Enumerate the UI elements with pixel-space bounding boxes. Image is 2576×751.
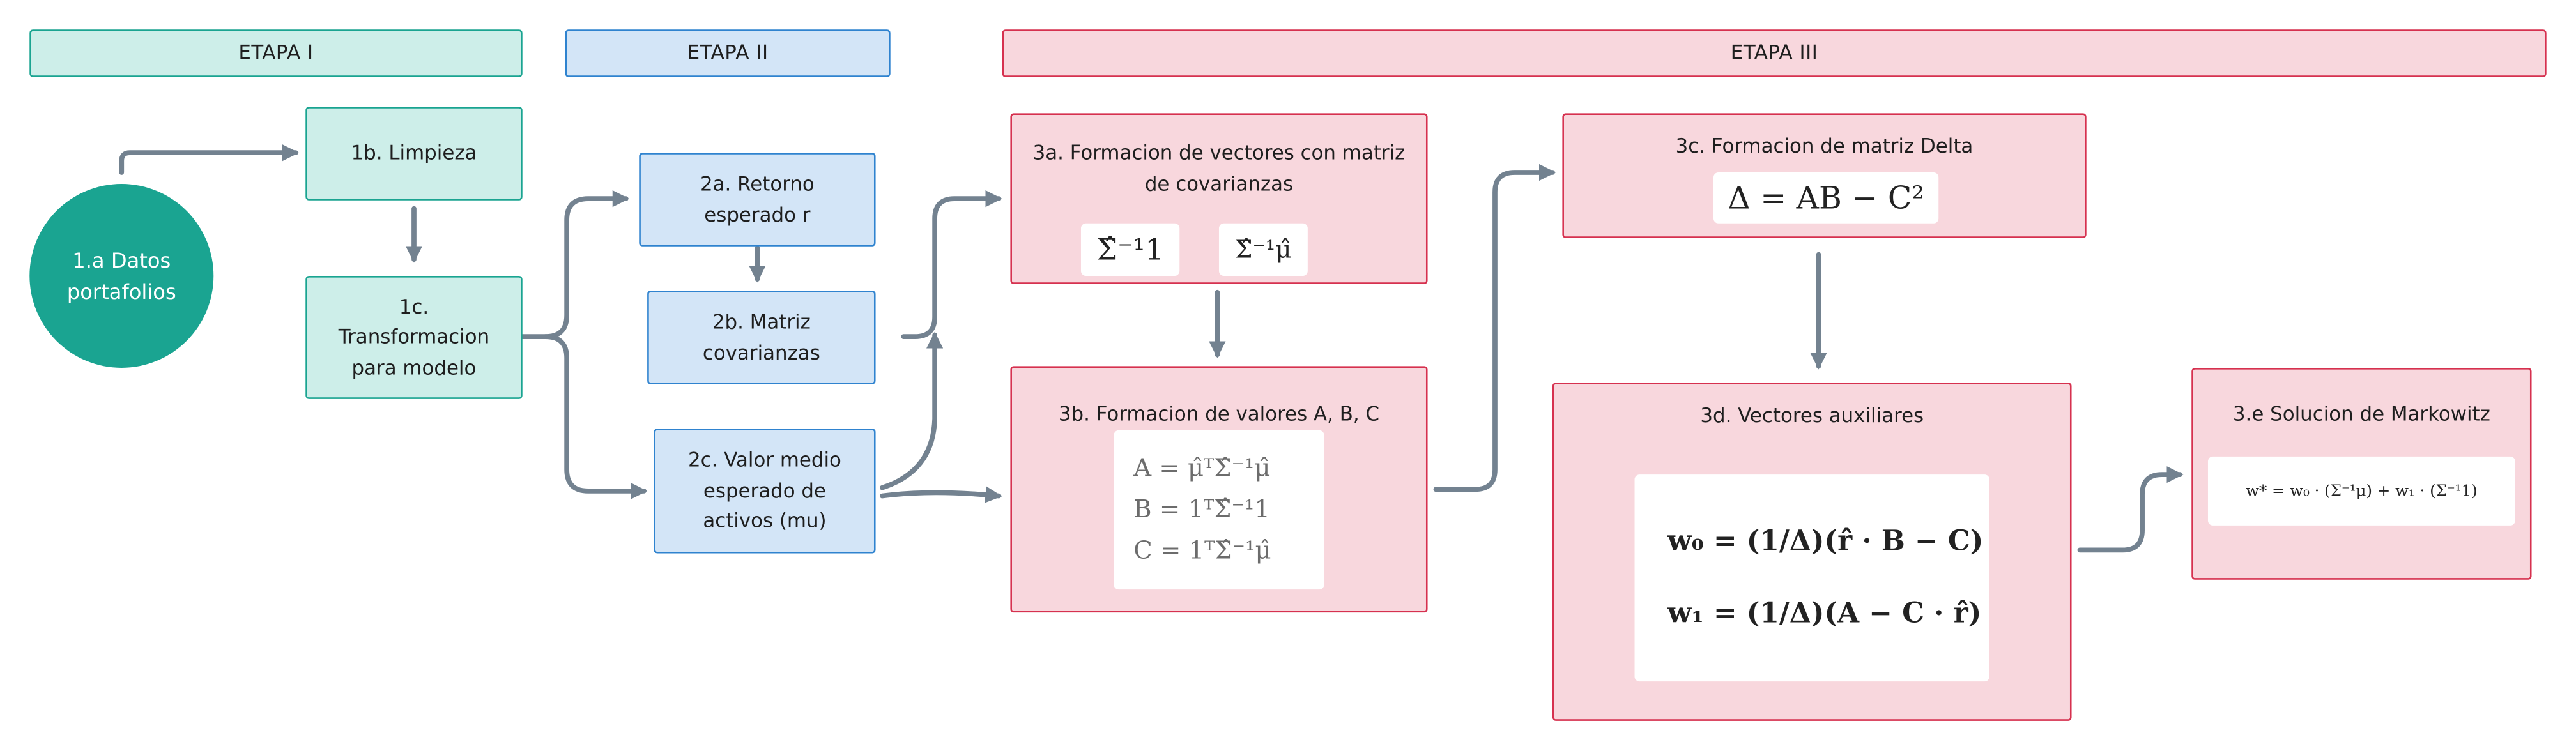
arrow-1a-to-1b: [119, 144, 300, 175]
node-1b-label: 1b. Limpieza: [351, 141, 477, 165]
node-3a-formacion-vectores[interactable]: 3a. Formacion de vectores con matriz de …: [1010, 113, 1428, 284]
node-1a-label: 1.a Datos portafolios: [66, 247, 176, 304]
node-1a-datos-portafolios[interactable]: 1.a Datos portafolios: [29, 183, 214, 368]
node-3b-label: 3b. Formacion de valores A, B, C: [1058, 402, 1380, 425]
node-3b-formacion-valores[interactable]: 3b. Formacion de valores A, B, C A = μ̂ᵀ…: [1010, 366, 1428, 613]
formula-3d-w0: w₀ = (1/Δ)(r̂ · B − C): [1667, 525, 1984, 558]
node-3d-vectores-auxiliares[interactable]: 3d. Vectores auxiliares w₀ = (1/Δ)(r̂ · …: [1552, 383, 2072, 721]
stage-header-etapa-2: ETAPA II: [565, 29, 891, 77]
stage-header-etapa-3: ETAPA III: [1002, 29, 2547, 77]
node-3c-label: 3c. Formacion de matriz Delta: [1675, 134, 1974, 158]
formula-3b-a: A = μ̂ᵀΣ̂⁻¹μ̂: [1133, 453, 1271, 483]
node-2c-valor-medio[interactable]: 2c. Valor medio esperado de activos (mu): [654, 429, 876, 554]
arrow-3d-to-3e: [2077, 466, 2184, 553]
arrow-1c-to-2a: [519, 190, 629, 339]
formula-3d-w: w₀ = (1/Δ)(r̂ · B − C) w₁ = (1/Δ)(A − C …: [1634, 474, 1989, 682]
node-2b-matriz-covarianzas[interactable]: 2b. Matriz covarianzas: [647, 291, 876, 384]
node-2a-retorno-esperado[interactable]: 2a. Retorno esperado r: [639, 153, 876, 247]
node-3e-label: 3.e Solucion de Markowitz: [2232, 402, 2490, 425]
node-3a-label: 3a. Formacion de vectores con matriz de …: [1032, 141, 1406, 195]
node-2c-label: 2c. Valor medio esperado de activos (mu): [688, 448, 841, 533]
formula-3e-w-star: w* = w₀ · (Σ⁻¹μ) + w₁ · (Σ⁻¹1): [2207, 456, 2515, 526]
formula-3a-sigma-inv-one: Σ̂⁻¹1: [1080, 223, 1180, 276]
node-1b-limpieza[interactable]: 1b. Limpieza: [305, 107, 523, 201]
node-3c-matriz-delta[interactable]: 3c. Formacion de matriz Delta Δ = AB − C…: [1562, 113, 2087, 238]
node-3e-solucion-markowitz[interactable]: 3.e Solucion de Markowitz w* = w₀ · (Σ⁻¹…: [2191, 367, 2532, 580]
node-2a-label: 2a. Retorno esperado r: [700, 172, 815, 226]
arrow-2b-to-3a: [901, 190, 1002, 339]
node-3d-label: 3d. Vectores auxiliares: [1700, 404, 1924, 427]
formula-3b-b: B = 1ᵀΣ̂⁻¹1: [1133, 494, 1270, 524]
node-1c-transformacion[interactable]: 1c. Transformacion para modelo: [305, 275, 523, 399]
stage-header-etapa-1: ETAPA I: [29, 29, 523, 77]
arrow-3b-to-3c: [1433, 163, 1556, 492]
formula-3b-abc: A = μ̂ᵀΣ̂⁻¹μ̂ B = 1ᵀΣ̂⁻¹1 C = 1ᵀΣ̂⁻¹μ̂: [1114, 430, 1324, 590]
formula-3b-c: C = 1ᵀΣ̂⁻¹μ̂: [1133, 535, 1271, 565]
arrow-1c-to-2c: [542, 334, 648, 499]
arrow-2c-to-2b-junction: [879, 331, 944, 490]
node-1c-label: 1c. Transformacion para modelo: [338, 294, 490, 379]
formula-3c-delta: Δ = AB − C²: [1713, 172, 1939, 224]
arrow-2c-to-3b: [879, 486, 1002, 503]
formula-3d-w1: w₁ = (1/Δ)(A − C · r̂): [1667, 597, 1982, 631]
node-2b-label: 2b. Matriz covarianzas: [702, 310, 820, 364]
formula-3a-sigma-inv-mu: Σ̂⁻¹μ̂: [1218, 223, 1308, 276]
